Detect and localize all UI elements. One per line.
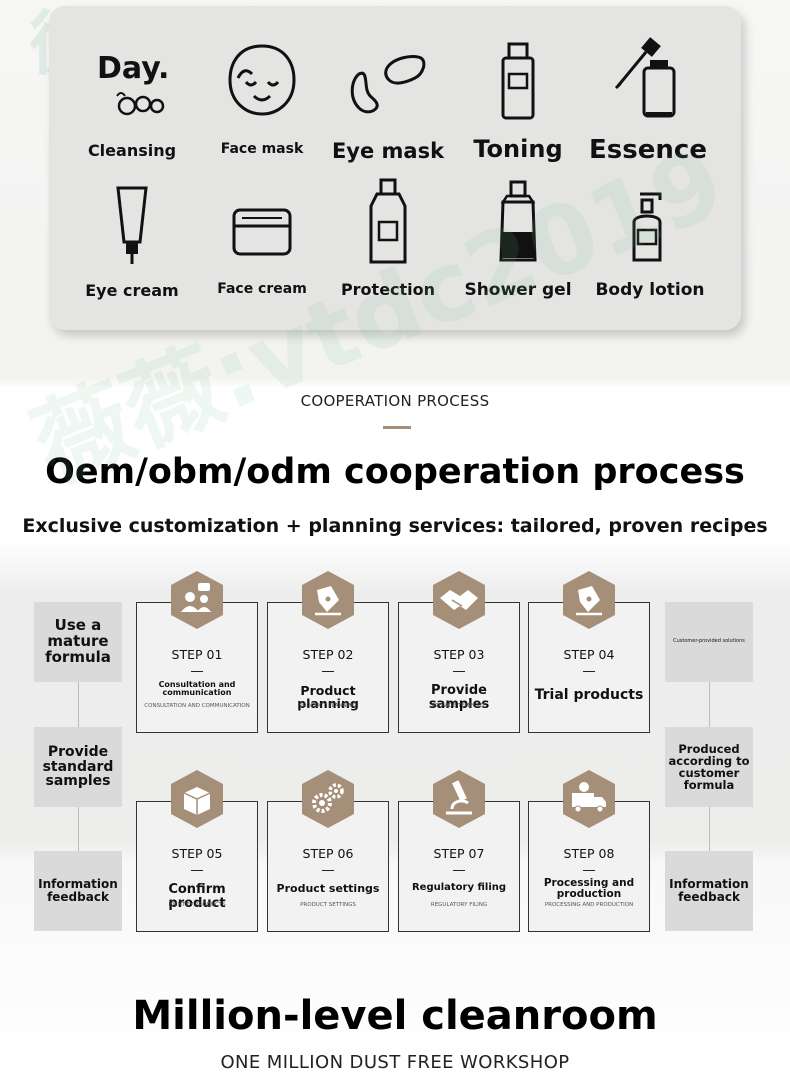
day-logo-text: Day.: [97, 51, 169, 86]
product-label: Toning: [473, 135, 563, 163]
step-number: STEP 05: [171, 846, 223, 861]
step-subtitle: CONSULTATION AND COMMUNICATION: [144, 703, 250, 709]
delivery-truck-icon: [563, 770, 615, 828]
left-flow-step: Provide standard samples: [34, 727, 122, 807]
step-number: STEP 07: [433, 846, 485, 861]
step-subtitle: REGULATORY FILING: [430, 902, 488, 908]
product-label: Face cream: [217, 281, 307, 297]
section-label: COOPERATION PROCESS: [300, 392, 490, 410]
consultation-people-icon: [171, 571, 223, 629]
cleansing-day-icon: Day.: [62, 40, 202, 130]
eye-mask-icon: [318, 40, 458, 130]
step-title: Trial products: [534, 687, 644, 703]
product-label: Body lotion: [595, 280, 705, 300]
tube-icon: [62, 184, 202, 274]
step-dash: [191, 870, 203, 871]
step-title: Product planning: [297, 683, 359, 712]
handshake-icon: [433, 571, 485, 629]
step-title: Consultation and communication: [158, 680, 236, 698]
step-title: Confirm product: [168, 882, 226, 911]
page-subtitle: Exclusive customization + planning servi…: [22, 515, 768, 537]
step-dash: [583, 671, 595, 672]
product-label: Eye mask: [331, 139, 445, 163]
step-subtitle: IDENTIFY PRODUCTS: [168, 902, 226, 908]
step-dash: [583, 870, 595, 871]
section-divider: [383, 426, 411, 429]
product-label: Shower gel: [464, 280, 572, 300]
step-subtitle: PROVIDE TEMPLATE: [431, 703, 487, 709]
step-dash: [322, 870, 334, 871]
product-label: Protection: [340, 280, 436, 299]
product-label: Essence: [589, 135, 707, 165]
step-subtitle: PRODUCT SETTINGS: [300, 902, 356, 908]
dropper-bottle-icon: [578, 34, 718, 124]
page-title: Oem/obm/odm cooperation process: [45, 452, 745, 492]
step-number: STEP 04: [563, 647, 615, 662]
pen-nib-icon: [563, 571, 615, 629]
product-label: Face mask: [220, 141, 304, 157]
cream-jar-icon: [192, 184, 332, 274]
right-flow-step: Produced according to customer formula: [665, 727, 753, 807]
cleanroom-title: Million-level cleanroom: [132, 993, 658, 1039]
step-title: Product settings: [276, 882, 380, 895]
step-dash: [453, 870, 465, 871]
step-title: Regulatory filing: [411, 882, 507, 893]
right-flow-step: Information feedback: [665, 851, 753, 931]
step-number: STEP 03: [433, 647, 485, 662]
step-dash: [322, 671, 334, 672]
step-number: STEP 02: [302, 647, 354, 662]
left-flow-step: Use a mature formula: [34, 602, 122, 682]
step-title: Provide samples: [428, 683, 490, 712]
step-title: Processing and production: [543, 877, 635, 901]
box-icon: [171, 770, 223, 828]
product-label: Eye cream: [85, 281, 179, 300]
step-number: STEP 06: [302, 846, 354, 861]
product-label: Cleansing: [87, 141, 177, 160]
microscope-icon: [433, 770, 485, 828]
step-number: STEP 01: [171, 647, 223, 662]
shower-gel-bottle-icon: [448, 178, 588, 268]
step-dash: [191, 671, 203, 672]
cleanroom-subtitle: ONE MILLION DUST FREE WORKSHOP: [220, 1052, 570, 1073]
gears-icon: [302, 770, 354, 828]
toner-bottle-icon: [448, 40, 588, 130]
step-subtitle: PRODUCT PLANNING: [299, 703, 357, 709]
pump-bottle-icon: [580, 186, 720, 276]
right-flow-step: Customer-provided solutions: [665, 602, 753, 682]
step-dash: [453, 671, 465, 672]
face-mask-icon: [192, 40, 332, 130]
step-card-08[interactable]: STEP 08 Processing and production PROCES…: [528, 801, 650, 932]
step-subtitle: PROCESSING AND PRODUCTION: [544, 902, 634, 908]
pen-nib-icon: [302, 571, 354, 629]
step-number: STEP 08: [563, 846, 615, 861]
sunscreen-bottle-icon: [318, 176, 458, 266]
left-flow-step: Information feedback: [34, 851, 122, 931]
